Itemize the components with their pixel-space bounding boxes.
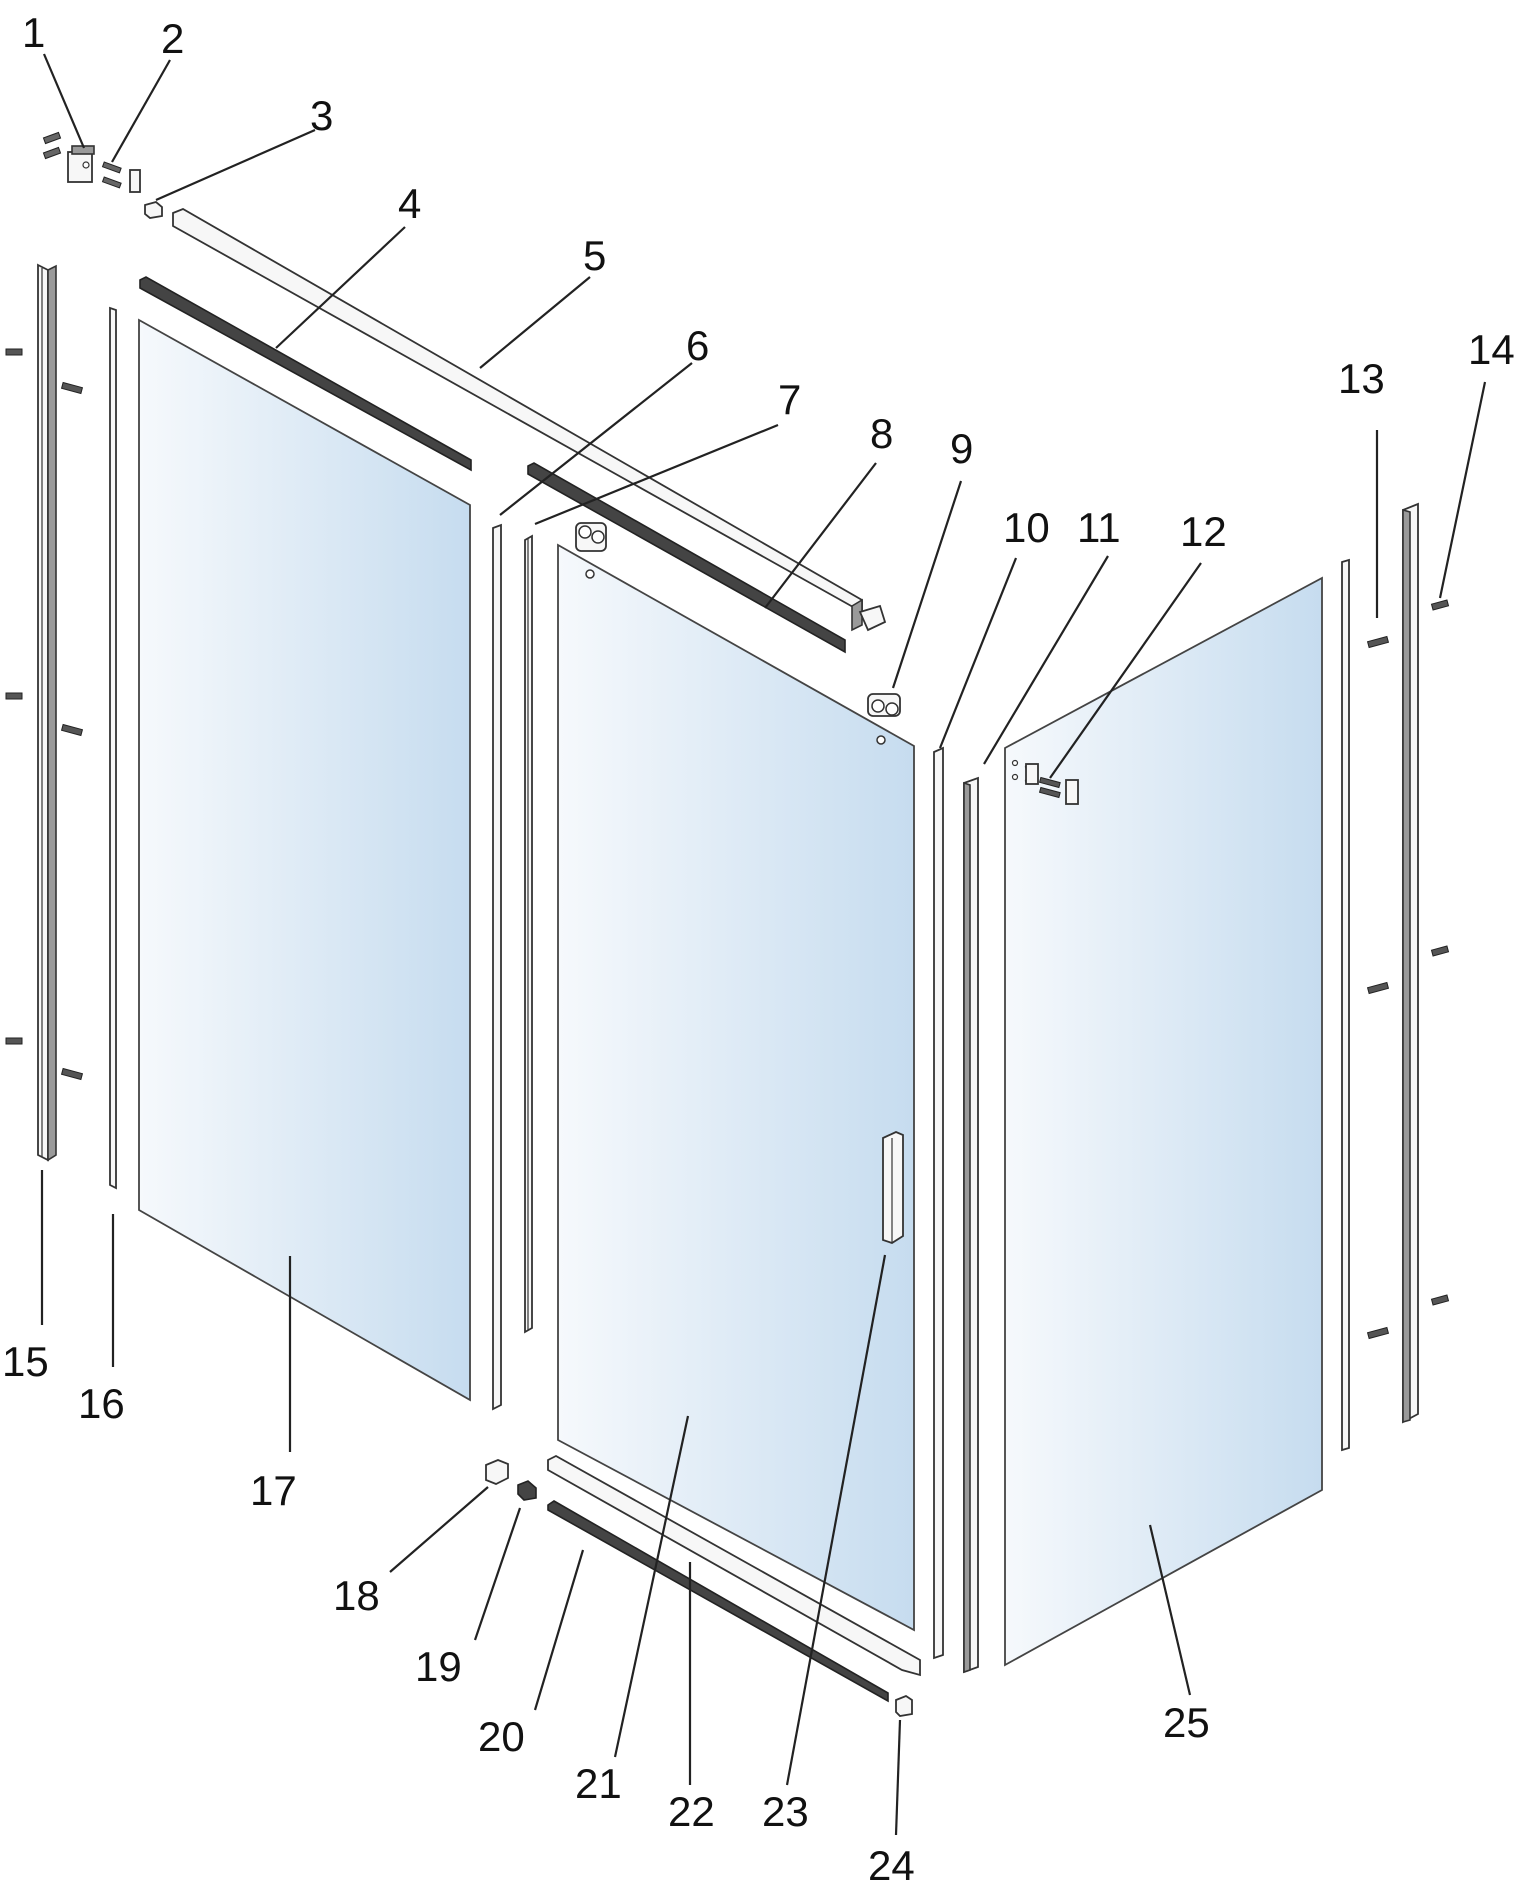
wall-profile-15 [37,263,49,1162]
seal-16 [109,306,117,1190]
callout-25: 25 [1163,1699,1210,1746]
callout-20: 20 [478,1713,525,1760]
callout-19: 19 [415,1643,462,1690]
callout-8: 8 [870,410,893,457]
callout-10: 10 [1003,504,1050,551]
cap-2 [129,169,141,193]
end-cap-3 [144,201,163,219]
guide-profile-8 [527,462,846,654]
callout-18: 18 [333,1572,380,1619]
glass-panel-21 [557,543,915,1632]
callout-21: 21 [575,1760,622,1807]
panel-hole [876,735,886,745]
callout-2: 2 [161,15,184,62]
screws-1 [42,131,122,189]
panel-hole [1011,759,1019,767]
wall-screws-right [1366,599,1450,1340]
seal-13 [1341,558,1350,1452]
leader-lines [40,53,1487,1836]
callout-1: 1 [22,9,45,56]
wall-profile-15-side [47,264,57,1162]
callout-11: 11 [1077,504,1121,551]
top-rail-5-end [851,598,863,632]
seal-10 [933,746,944,1660]
end-cap-8 [858,604,887,632]
bracket-12-cap [1065,779,1079,805]
handle-23 [882,1131,904,1244]
callout-24: 24 [868,1842,915,1889]
roller-top-wheel [591,530,605,544]
callout-23: 23 [762,1788,809,1835]
end-cap-24 [895,1694,913,1717]
callout-12: 12 [1180,508,1227,555]
panel-hole [1011,773,1019,781]
seal-6 [492,523,502,1411]
roller-9-wheel [885,702,899,716]
callout-4: 4 [398,180,421,227]
bracket-12 [1025,763,1039,785]
callout-6: 6 [686,322,709,369]
wall-profile-14-side [1402,508,1411,1424]
guide-19 [517,1480,537,1501]
glass-panel-17 [138,318,471,1402]
guide-18 [485,1459,509,1485]
bracket-12-screw [1038,776,1061,789]
callout-22: 22 [668,1788,715,1835]
profile-11-side [963,781,971,1674]
callout-13: 13 [1338,355,1385,402]
callout-7: 7 [778,376,801,423]
bottom-guide-22 [547,1454,921,1677]
wall-screws-left [5,348,84,1081]
glass-panel-25 [1004,576,1323,1667]
callout-15: 15 [2,1338,49,1385]
callout-3: 3 [310,92,333,139]
bracket-hole [82,161,90,169]
bracket-12-screw [1038,786,1061,799]
callout-5: 5 [583,232,606,279]
callout-17: 17 [250,1467,297,1514]
roller-top-wheel [578,525,592,539]
panel-hole [585,569,595,579]
roller-9-wheel [871,699,885,713]
callout-9: 9 [950,425,973,472]
bottom-guide-20 [547,1500,889,1703]
callout-16: 16 [78,1380,125,1427]
guide-profile-4 [139,276,472,472]
callout-14: 14 [1468,326,1515,373]
